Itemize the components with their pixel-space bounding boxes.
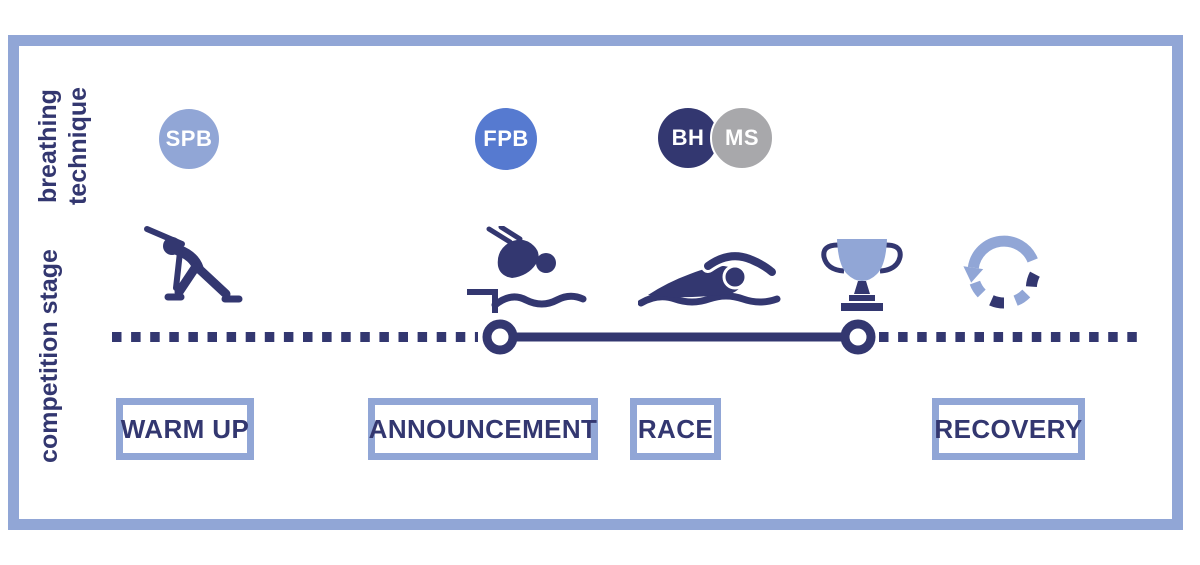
stage-box-announcement: ANNOUNCEMENT [368, 398, 598, 460]
freestyle-swimmer-icon [638, 249, 781, 307]
breathing-technique-axis-label: breathing technique [33, 87, 93, 205]
technique-badge-fpb: FPB [475, 108, 537, 170]
recovery-cycle-icon [963, 235, 1040, 309]
competition-stage-axis-label: competition stage [35, 249, 63, 463]
timeline-node-end [840, 319, 876, 355]
trophy-icon [821, 239, 903, 311]
technique-badge-spb: SPB [159, 109, 219, 169]
technique-badge-ms: MS [710, 106, 774, 170]
timeline-node-start [482, 319, 518, 355]
stage-box-warm-up: WARM UP [116, 398, 254, 460]
competition-timeline [112, 319, 1140, 355]
stage-box-race: RACE [630, 398, 721, 460]
stage-box-recovery: RECOVERY [932, 398, 1085, 460]
stretching-person-icon [144, 226, 243, 303]
outer-frame [8, 35, 1183, 530]
axis-label-line: breathing [34, 89, 62, 203]
technique-badge-bh: BH [658, 108, 718, 168]
dive-start-icon [467, 226, 587, 313]
axis-label-line: technique [64, 86, 92, 206]
